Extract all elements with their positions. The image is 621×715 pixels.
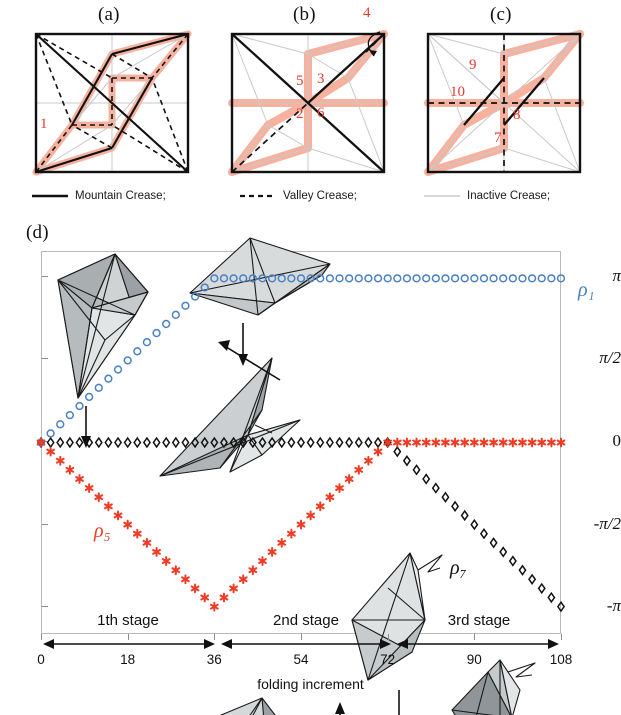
xtick-label-0: 0 — [37, 652, 45, 667]
ytick-label-pi-half: π/2 — [599, 348, 621, 368]
ytick-label-neg-pi: -π — [606, 596, 621, 616]
x-axis-title: folding increment — [257, 676, 364, 692]
stage-range-arrowheads — [43, 639, 559, 649]
crease-pattern-a — [32, 30, 192, 176]
crease-annotation-c-9: 9 — [469, 57, 477, 73]
inactive-crease-swatch — [424, 195, 460, 197]
crease-annotation-b-6: 6 — [317, 105, 325, 121]
xtick-mark-72 — [387, 634, 389, 640]
legend-item-inactive: Inactive Crease; — [424, 190, 550, 202]
legend-label-mountain: Mountain Crease; — [75, 190, 166, 202]
panel-label-a: (a) — [98, 4, 120, 25]
valley-creases-c — [428, 34, 580, 172]
series-label-rho7: ρ₇ — [450, 557, 467, 579]
legend-label-valley: Valley Crease; — [283, 190, 357, 202]
crease-annotation-b-5: 5 — [296, 73, 304, 89]
xtick-label-108: 108 — [549, 652, 573, 667]
crease-annotation-b-2: 2 — [296, 106, 304, 122]
crease-annotation-b-3: 3 — [317, 71, 325, 87]
plot-frame — [41, 251, 561, 634]
crease-annotation-a-1: 1 — [40, 116, 48, 132]
ytick-mark-pi-half — [41, 358, 48, 360]
valley-crease-swatch — [240, 194, 276, 198]
ytick-label-neg-pi-half: -π/2 — [593, 513, 621, 533]
crease-annotation-b-4: 4 — [363, 5, 371, 21]
series-label-rho5: ρ₅ — [94, 520, 111, 542]
mountain-creases-c — [463, 77, 545, 126]
mountain-crease-swatch — [32, 194, 68, 198]
legend-label-inactive: Inactive Crease; — [467, 190, 551, 202]
stage-label-2: 2nd stage — [273, 612, 339, 629]
xtick-mark-90 — [474, 634, 476, 640]
ytick-label-zero: 0 — [612, 431, 621, 450]
ytick-mark-neg-pi — [41, 606, 48, 608]
origami-model-stage2-a — [219, 697, 276, 715]
xtick-mark-54 — [301, 634, 302, 640]
mountain-creases-b — [231, 33, 385, 173]
xtick-label-18: 18 — [120, 652, 136, 667]
ytick-mark-neg-pi-half — [41, 523, 48, 525]
ytick-label-pi: π — [612, 265, 621, 285]
crease-pattern-b — [228, 30, 388, 176]
crease-pattern-c — [424, 30, 584, 176]
legend-item-mountain: Mountain Crease; — [32, 190, 166, 202]
crease-annotation-c-10: 10 — [450, 84, 465, 100]
ytick-mark-pi — [41, 275, 48, 277]
series-label-rho1: ρ₁ — [578, 279, 595, 301]
stage-label-1: 1th stage — [97, 612, 159, 629]
legend-item-valley: Valley Crease; — [240, 190, 357, 202]
panel-label-c: (c) — [490, 4, 512, 25]
crease-annotation-c-7: 7 — [494, 130, 502, 146]
panel-label-b: (b) — [293, 4, 316, 25]
panel-label-d: (d) — [26, 222, 49, 243]
xtick-mark-108 — [561, 634, 562, 640]
valley-creases-a — [35, 33, 189, 173]
xtick-label-72: 72 — [380, 652, 396, 667]
xtick-label-36: 36 — [206, 652, 222, 667]
xtick-mark-36 — [214, 634, 216, 640]
stage-label-3: 3rd stage — [447, 612, 511, 629]
folding-increment-chart: (d) π π/2 0 -π/2 -π — [0, 220, 621, 715]
xtick-label-54: 54 — [293, 652, 309, 667]
crease-legend: Mountain Crease; Valley Crease; Inactive… — [22, 190, 602, 212]
xtick-mark-0 — [41, 634, 42, 640]
xtick-label-90: 90 — [466, 652, 482, 667]
xtick-mark-18 — [127, 634, 129, 640]
crease-annotation-c-8: 8 — [513, 107, 521, 123]
